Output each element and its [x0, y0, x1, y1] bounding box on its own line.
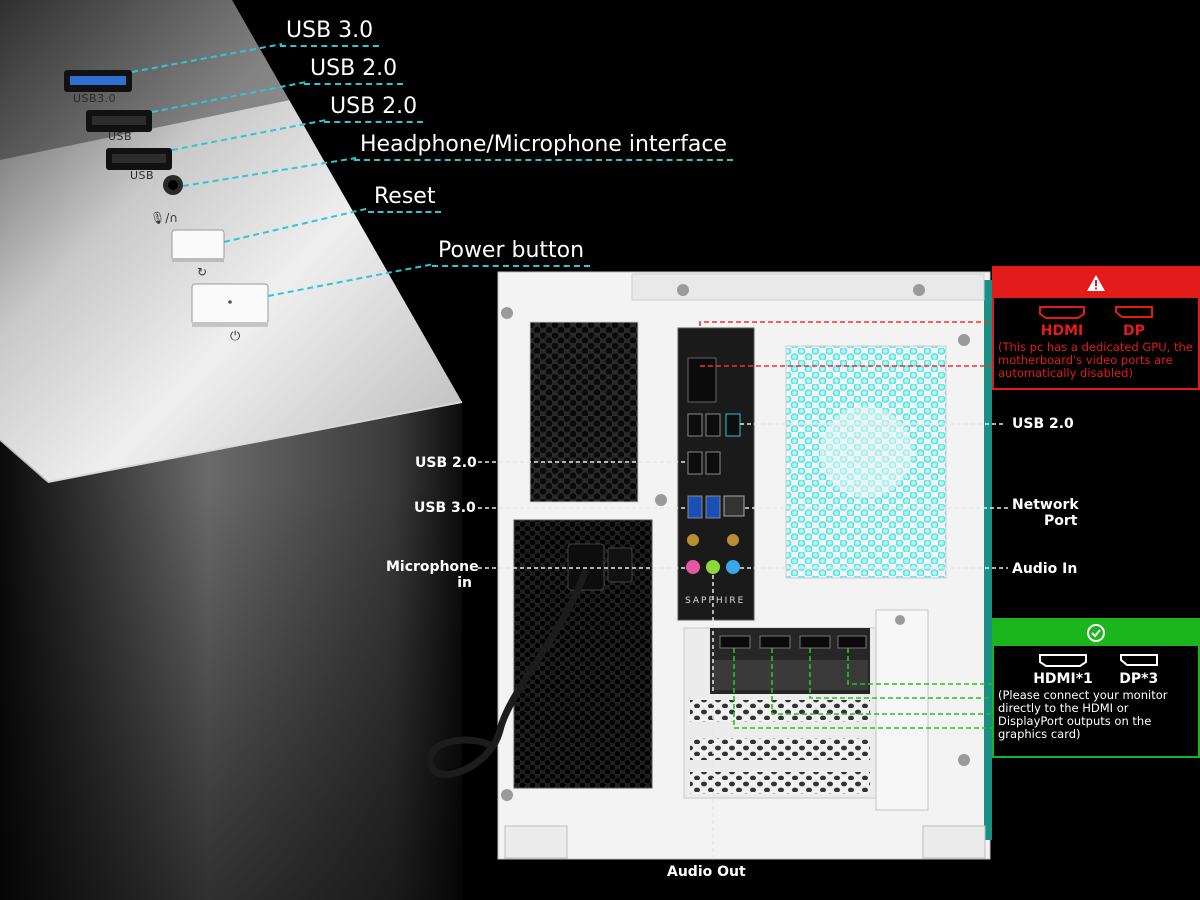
case-mark-usb-a: USB [108, 130, 133, 143]
hdmi-port-icon [1039, 306, 1085, 319]
label-power-button: Power button [432, 238, 591, 267]
warning-leader-lines [699, 321, 994, 367]
case-top-view [0, 0, 463, 900]
rear-leader-lines [478, 423, 1008, 860]
power-icon: ⏻ [230, 329, 240, 344]
io-shield-brand: SAPPHIRE [685, 596, 746, 606]
label-headphone-mic: Headphone/Microphone interface [354, 132, 733, 161]
power-cable [426, 568, 590, 778]
label-audio-out: Audio Out [667, 864, 746, 880]
label-rear-usb20-left: USB 2.0 [415, 455, 477, 471]
io-shield [677, 327, 755, 621]
reset-icon: ↻ [197, 265, 207, 279]
front-audio-jack [163, 175, 183, 195]
compat-hdmi: HDMI*1 [1033, 652, 1093, 687]
warning-box: HDMI DP (This pc has a dedicated GPU, th… [992, 266, 1200, 390]
label-rear-usb30-left: USB 3.0 [414, 500, 476, 516]
front-reset-button [171, 229, 225, 262]
front-usb20-port-b [106, 148, 172, 170]
label-microphone-in: Microphone in [386, 559, 479, 591]
case-mark-usb30: USB3.0 [73, 92, 117, 105]
warning-note: (This pc has a dedicated GPU, the mother… [998, 340, 1193, 380]
warning-hdmi: HDMI [1038, 304, 1086, 339]
front-leader-lines [131, 43, 435, 297]
warning-triangle-icon [1087, 275, 1105, 291]
hdmi-port-icon [1038, 654, 1087, 667]
warning-dp: DP [1114, 304, 1154, 339]
front-usb30-port [64, 70, 132, 92]
label-audio-in: Audio In [1012, 561, 1078, 577]
mic-headphone-icon: 🎙/∩ [150, 211, 178, 225]
label-front-usb20-b: USB 2.0 [324, 94, 424, 123]
ok-leader-lines [733, 648, 992, 729]
compat-dp: DP*3 [1119, 652, 1159, 687]
compat-note: (Please connect your monitor directly to… [998, 688, 1168, 741]
label-rear-usb20-right: USB 2.0 [1012, 416, 1074, 432]
front-usb20-port-a [86, 110, 152, 132]
case-mark-usb-b: USB [130, 169, 155, 182]
label-network-port: Network Port [1012, 497, 1079, 529]
label-reset: Reset [368, 184, 442, 213]
front-power-button [191, 283, 269, 327]
dp-port-icon [1119, 654, 1158, 666]
label-front-usb20-a: USB 2.0 [304, 56, 404, 85]
compat-box: HDMI*1 DP*3 (Please connect your monitor… [992, 618, 1200, 758]
check-circle-icon [1087, 624, 1105, 642]
compat-header [994, 620, 1198, 646]
dp-port-icon [1115, 306, 1153, 318]
label-front-usb30: USB 3.0 [280, 18, 380, 47]
warning-header [994, 268, 1198, 298]
